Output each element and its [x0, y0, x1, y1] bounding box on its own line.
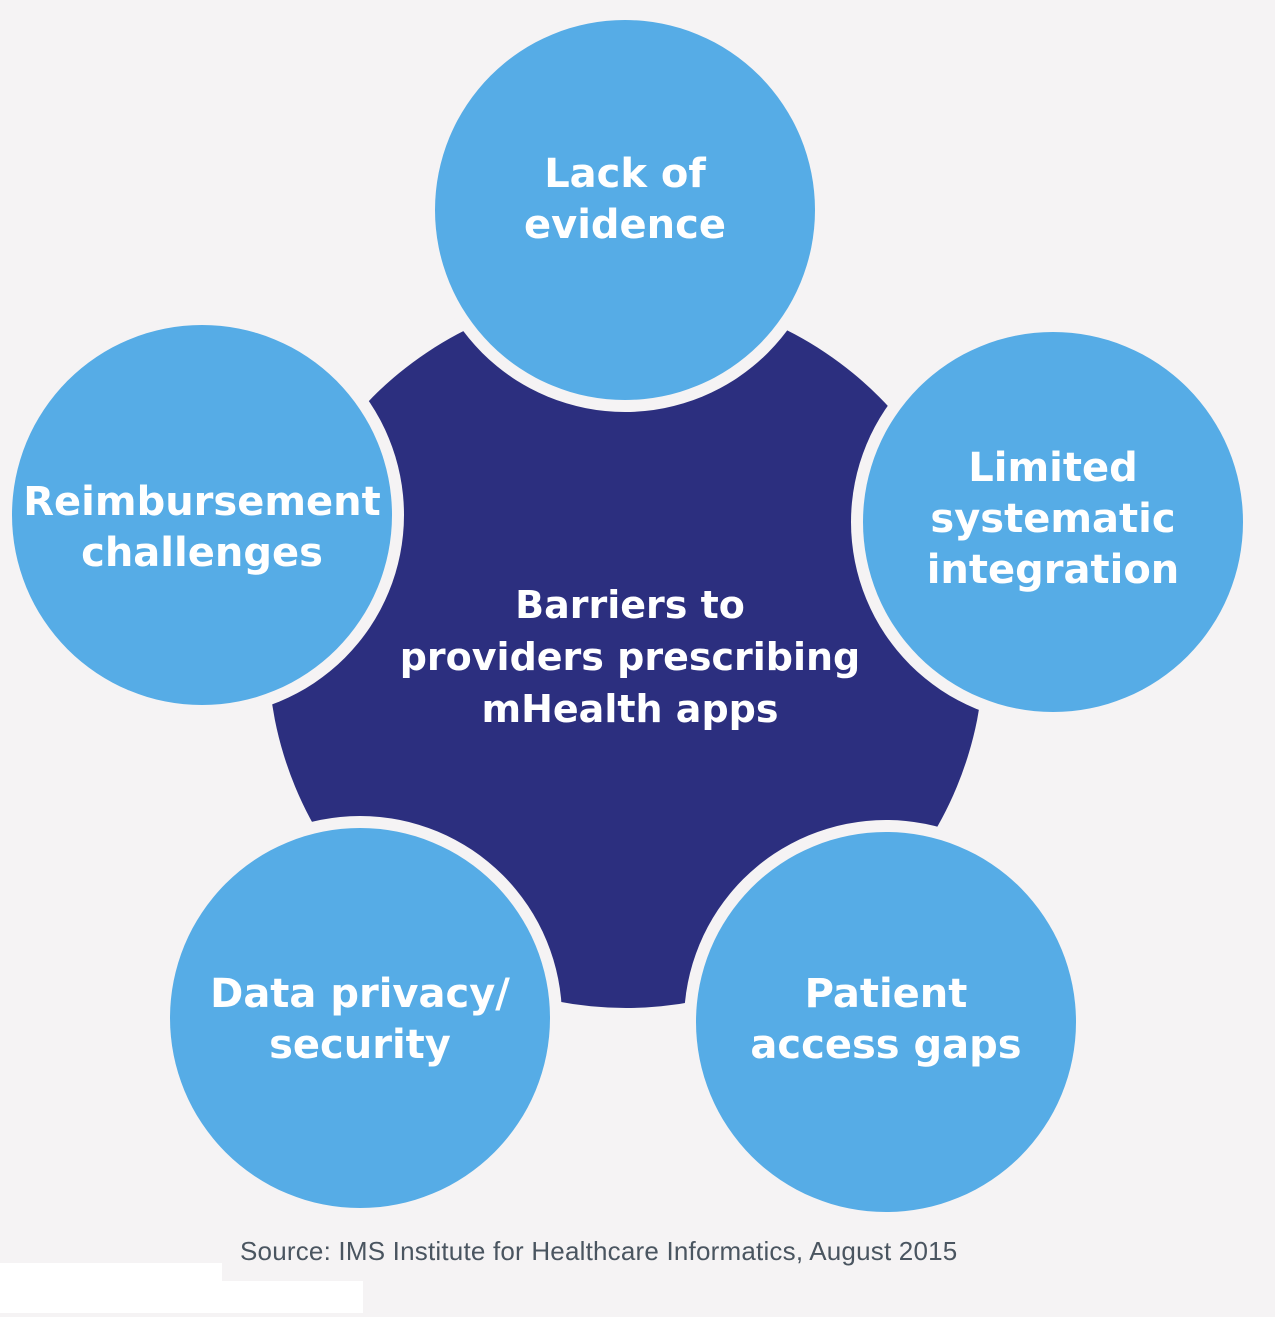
barrier-label: Patient	[805, 971, 968, 1017]
barrier-label: Reimbursement	[23, 479, 381, 525]
barrier-circle	[696, 832, 1076, 1212]
barrier-label: security	[269, 1022, 451, 1068]
barrier-circle	[12, 325, 392, 705]
barrier-circle	[170, 828, 550, 1208]
barrier-label: Data privacy/	[210, 971, 510, 1017]
barrier-circle	[863, 332, 1243, 712]
center-hub	[268, 292, 984, 1008]
barrier-label: access gaps	[750, 1022, 1021, 1068]
barrier-label: integration	[927, 547, 1180, 593]
barrier-label: systematic	[930, 496, 1175, 542]
barrier-label: Limited	[968, 445, 1137, 491]
center-title: Barriers to providers prescribing mHealth …	[400, 583, 861, 731]
source-caption: Source: IMS Institute for Healthcare Inf…	[240, 1236, 958, 1266]
center-title-line: Barriers to	[515, 583, 745, 627]
center-title-line: providers prescribing	[400, 635, 861, 679]
blank-region	[0, 1281, 363, 1313]
barrier-patient-access-gaps: Patient access gaps	[684, 820, 1088, 1224]
barrier-label: Lack of	[544, 151, 706, 197]
barrier-lack-of-evidence: Lack of evidence	[423, 8, 827, 412]
barrier-label: evidence	[524, 202, 726, 248]
center-title-line: mHealth apps	[482, 687, 779, 731]
barrier-data-privacy-security: Data privacy/security	[158, 816, 562, 1220]
barrier-limited-systematic-integration: Limited systematic integration	[851, 320, 1255, 724]
barrier-circle	[435, 20, 815, 400]
barrier-reimbursement-challenges: Reimbursement challenges	[0, 313, 404, 717]
barrier-label: challenges	[81, 530, 323, 576]
